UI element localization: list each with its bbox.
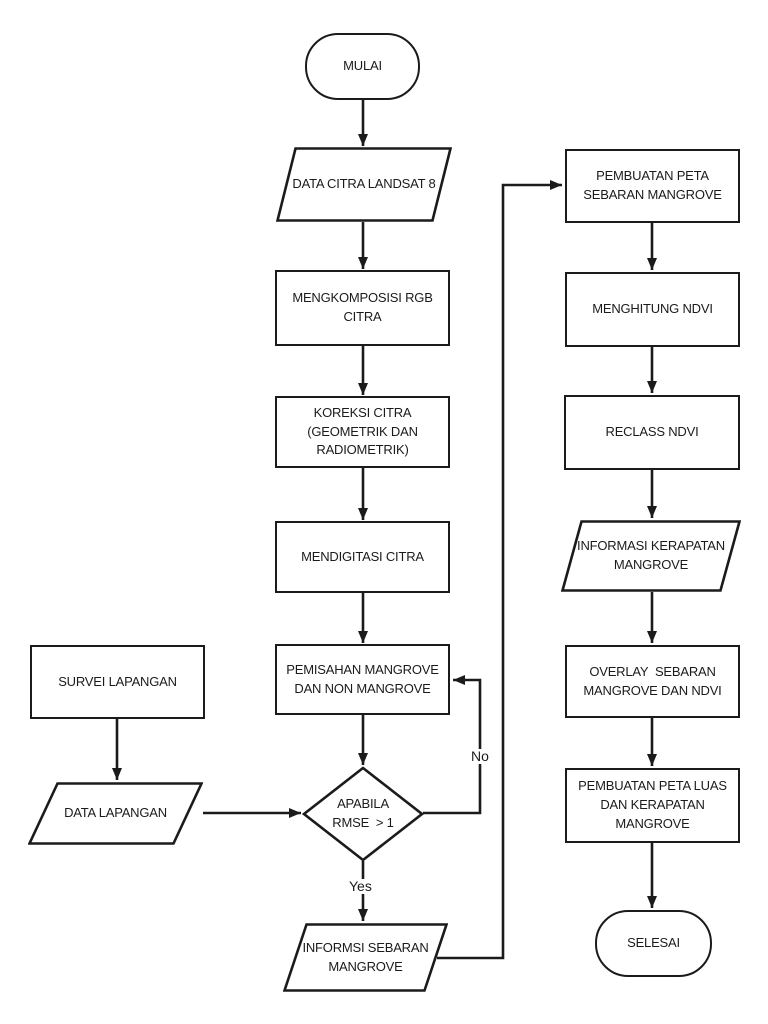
parallelogram-shape	[276, 147, 452, 222]
node-label-line: MANGROVE	[328, 958, 403, 974]
node-data-citra-landsat: DATA CITRA LANDSAT 8	[276, 147, 452, 222]
node-label-line: DAN KERAPATAN	[600, 797, 705, 813]
node-pembuatan-peta-sebaran: PEMBUATAN PETA SEBARAN MANGROVE	[565, 149, 740, 223]
node-data-lapangan: DATA LAPANGAN	[28, 782, 203, 845]
node-overlay-sebaran-ndvi: OVERLAY SEBARAN MANGROVE DAN NDVI	[565, 645, 740, 718]
node-label-line: OVERLAY SEBARAN	[589, 663, 716, 679]
arrow-decision-no-to-pemisahan	[423, 675, 482, 815]
parallelogram-shape	[283, 923, 448, 992]
node-label-line: APABILA	[337, 796, 389, 812]
node-pemisahan-mangrove: PEMISAHAN MANGROVE DAN NON MANGROVE	[275, 644, 450, 715]
node-label-line: RECLASS NDVI	[605, 424, 699, 440]
node-label-line: INFORMASI KERAPATAN	[577, 538, 725, 554]
node-label-line: KOREKSI CITRA	[313, 404, 412, 420]
node-label-line: SURVEI LAPANGAN	[58, 673, 177, 689]
node-label-line: MULAI	[343, 58, 382, 74]
node-informsi-sebaran-mangrove: INFORMSI SEBARAN MANGROVE	[283, 923, 448, 992]
node-label-line: DAN NON MANGROVE	[294, 680, 431, 696]
node-label-line: PEMISAHAN MANGROVE	[286, 661, 439, 677]
node-label-line: DATA LAPANGAN	[64, 805, 167, 821]
node-mendigitasi-citra: MENDIGITASI CITRA	[275, 521, 450, 593]
node-pembuatan-peta-luas: PEMBUATAN PETA LUAS DAN KERAPATAN MANGRO…	[565, 768, 740, 843]
node-label-line: MENDIGITASI CITRA	[301, 548, 424, 564]
arrow-informsi-to-pembuatan-peta-sebaran	[437, 180, 562, 960]
node-menghitung-ndvi: MENGHITUNG NDVI	[565, 272, 740, 347]
node-selesai-terminator: SELESAI	[595, 910, 712, 977]
node-label-line: RMSE > 1	[332, 815, 394, 830]
node-reclass-ndvi: RECLASS NDVI	[564, 395, 740, 470]
node-koreksi-citra: KOREKSI CITRA (GEOMETRIK DAN RADIOMETRIK…	[275, 396, 450, 468]
parallelogram-shape	[561, 520, 741, 592]
node-apabila-rmse-decision: APABILA RMSE > 1	[302, 766, 424, 862]
node-label-line: RADIOMETRIK)	[316, 442, 409, 458]
node-label-line: DATA CITRA LANDSAT 8	[292, 176, 436, 192]
node-label-line: CITRA	[343, 309, 382, 324]
node-label-line: SELESAI	[627, 935, 680, 951]
node-informasi-kerapatan-mangrove: INFORMASI KERAPATAN MANGROVE	[561, 520, 741, 592]
parallelogram-shape	[28, 782, 203, 845]
node-label-line: (GEOMETRIK DAN	[307, 423, 418, 439]
node-label-line: INFORMSI SEBARAN	[302, 939, 429, 955]
node-label-line: MANGROVE	[613, 557, 689, 572]
node-mulai-terminator: MULAI	[305, 33, 420, 100]
node-label-line: MANGROVE DAN NDVI	[583, 682, 722, 698]
node-label-line: PEMBUATAN PETA	[596, 168, 709, 184]
edge-label-yes: Yes	[347, 878, 374, 895]
node-mengkomposisi-rgb-citra: MENGKOMPOSISI RGB CITRA	[275, 270, 450, 346]
node-survei-lapangan: SURVEI LAPANGAN	[30, 645, 205, 719]
node-label-line: PEMBUATAN PETA LUAS	[578, 778, 727, 794]
diamond-shape	[302, 766, 424, 862]
node-label-line: SEBARAN MANGROVE	[583, 187, 722, 202]
edge-label-no: No	[469, 748, 491, 765]
node-label-line: MENGKOMPOSISI RGB	[292, 290, 433, 306]
node-label-line: MENGHITUNG NDVI	[592, 301, 713, 317]
node-label-line: MANGROVE	[615, 815, 690, 831]
